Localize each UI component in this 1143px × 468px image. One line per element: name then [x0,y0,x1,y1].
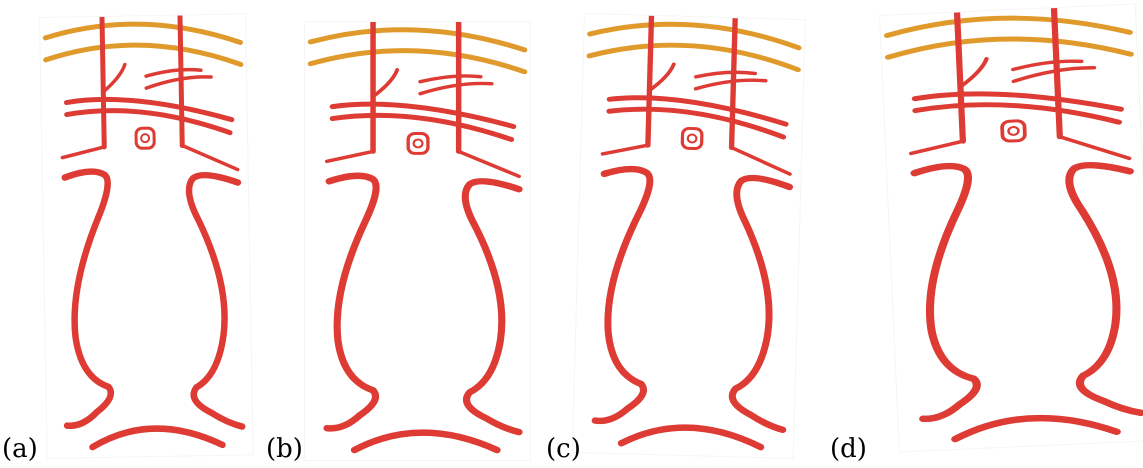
panel-label-d: (d) [830,436,867,462]
sketch-b [305,22,530,460]
aneurysm-diagram-c [573,14,805,458]
sketch-a [40,14,253,458]
aneurysm-diagram-b [305,22,530,460]
panel-label-a: (a) [2,436,38,462]
aneurysm-diagram-d [880,4,1143,451]
sketch-d [880,4,1143,451]
aneurysm-diagram-a [40,14,253,458]
panel-label-c: (c) [546,436,581,462]
panel-label-b: (b) [266,436,303,462]
sketch-c [573,14,805,458]
